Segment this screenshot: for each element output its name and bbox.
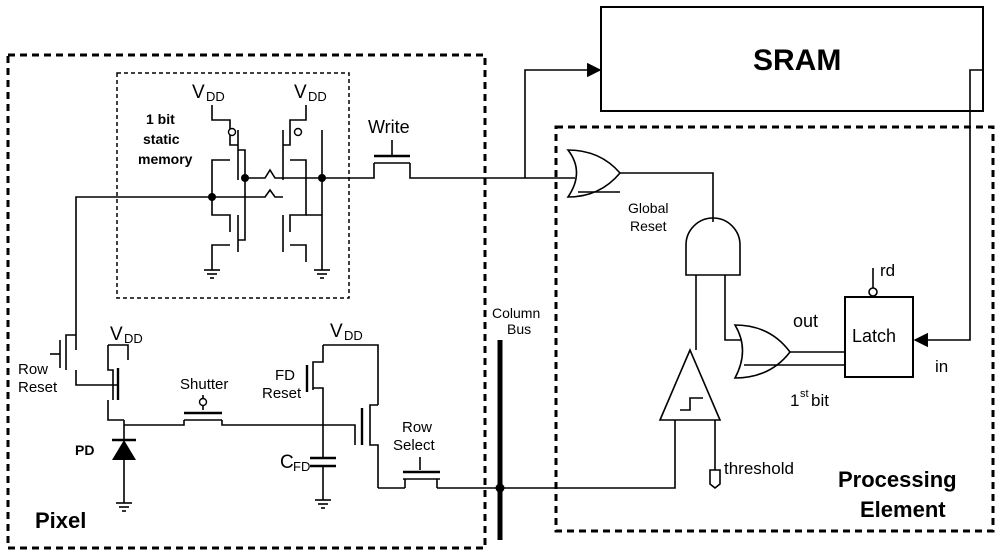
column-bus-line1: Column — [492, 305, 540, 321]
vdd-label-pixel-left: V DD — [110, 324, 143, 346]
svg-text:FD: FD — [293, 459, 310, 474]
svg-text:V: V — [330, 321, 343, 342]
rd-bubble — [868, 287, 878, 297]
row-reset-label-line1: Row — [18, 361, 48, 378]
pixel-label: Pixel — [35, 508, 86, 533]
sram-block — [600, 6, 984, 112]
in-label: in — [935, 357, 948, 376]
svg-text:bit: bit — [811, 391, 829, 410]
processing-element-region — [554, 125, 995, 533]
processing-label-line1: Processing — [838, 467, 957, 492]
fd-reset-label-line1: FD — [275, 367, 295, 384]
row-select-label-line2: Select — [393, 437, 436, 454]
vdd-label-mem-right: V DD — [294, 82, 327, 104]
svg-text:1: 1 — [790, 391, 799, 410]
column-bus-node — [495, 483, 505, 493]
memory-label-line1: 1 bit — [146, 111, 175, 127]
row-select-transistor — [403, 457, 440, 488]
svg-text:DD: DD — [308, 89, 327, 104]
cfd-capacitor — [310, 425, 336, 509]
latch-label: Latch — [852, 326, 896, 346]
row-reset-wire — [75, 196, 212, 335]
global-reset-line2: Reset — [630, 218, 667, 234]
svg-text:DD: DD — [206, 89, 225, 104]
pd-label: PD — [75, 442, 94, 458]
and-to-or-wire — [724, 275, 742, 341]
sram-label: SRAM — [753, 44, 841, 77]
photodiode — [112, 420, 136, 512]
svg-text:st: st — [800, 388, 809, 400]
out-label: out — [793, 311, 818, 331]
svg-text:C: C — [280, 452, 294, 473]
write-label: Write — [368, 117, 410, 137]
or-to-and-wire — [620, 172, 714, 222]
write-transistor — [322, 140, 525, 179]
column-bus-line2: Bus — [507, 321, 531, 337]
shutter-transistor — [124, 395, 330, 426]
svg-text:DD: DD — [124, 331, 143, 346]
first-bit-label: 1 st bit — [790, 388, 829, 410]
row-reset-transistor — [50, 334, 129, 421]
svg-text:V: V — [192, 82, 205, 103]
pixel-region — [6, 53, 487, 550]
sram-to-latch-wire — [913, 69, 983, 348]
to-sram-wire — [524, 62, 602, 178]
static-memory-circuit — [203, 105, 331, 279]
svg-text:DD: DD — [344, 328, 363, 343]
latch-block — [844, 296, 914, 378]
shutter-label: Shutter — [180, 376, 228, 393]
memory-label-line3: memory — [138, 151, 193, 167]
fd-reset-transistor — [305, 344, 379, 425]
vdd-label-mem-left: V DD — [192, 82, 225, 104]
and-gate — [685, 217, 741, 276]
memory-label-line2: static — [143, 131, 180, 147]
vdd-label-pixel-right: V DD — [330, 321, 363, 343]
row-select-label-line1: Row — [402, 419, 432, 436]
static-memory-region — [116, 72, 350, 299]
comparator: threshold — [437, 347, 794, 490]
or-gate-bit — [733, 324, 792, 379]
threshold-label: threshold — [724, 459, 794, 478]
processing-label-line2: Element — [860, 497, 946, 522]
or-gate-top — [566, 149, 622, 198]
rd-label: rd — [880, 261, 895, 280]
source-follower-transistor — [330, 404, 405, 489]
svg-text:V: V — [110, 324, 123, 345]
row-reset-label-line2: Reset — [18, 379, 58, 396]
global-reset-line1: Global — [628, 200, 668, 216]
fd-reset-label-line2: Reset — [262, 385, 302, 402]
cfd-label: C FD — [280, 452, 310, 474]
svg-text:V: V — [294, 82, 307, 103]
